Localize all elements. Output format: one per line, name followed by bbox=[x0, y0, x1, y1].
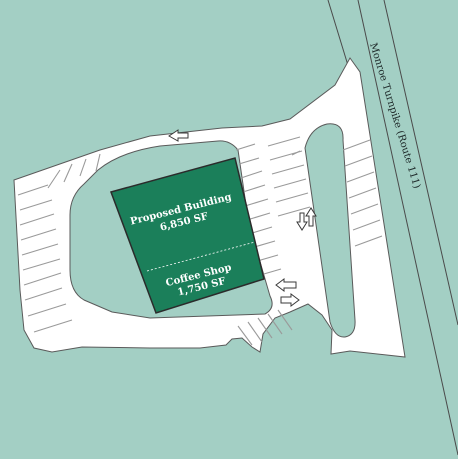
parking-stalls-right bbox=[267, 136, 383, 247]
parking-stalls-bottom bbox=[237, 309, 293, 346]
arrow-left-icon bbox=[168, 129, 189, 142]
arrow-left-entrance-icon bbox=[275, 278, 297, 292]
arrow-up-icon bbox=[305, 207, 317, 227]
parking-stalls-left bbox=[17, 153, 101, 333]
coffee-shop-divider bbox=[146, 241, 256, 272]
entrance-median bbox=[304, 123, 356, 338]
arrow-down-icon bbox=[296, 212, 308, 231]
arrow-right-entrance-icon bbox=[280, 293, 300, 307]
traffic-arrows bbox=[168, 129, 317, 307]
proposed-building: Proposed Building 6,850 SF Coffee Shop 1… bbox=[110, 157, 265, 314]
building-footprint bbox=[110, 157, 265, 314]
monroe-turnpike bbox=[327, 0, 458, 456]
